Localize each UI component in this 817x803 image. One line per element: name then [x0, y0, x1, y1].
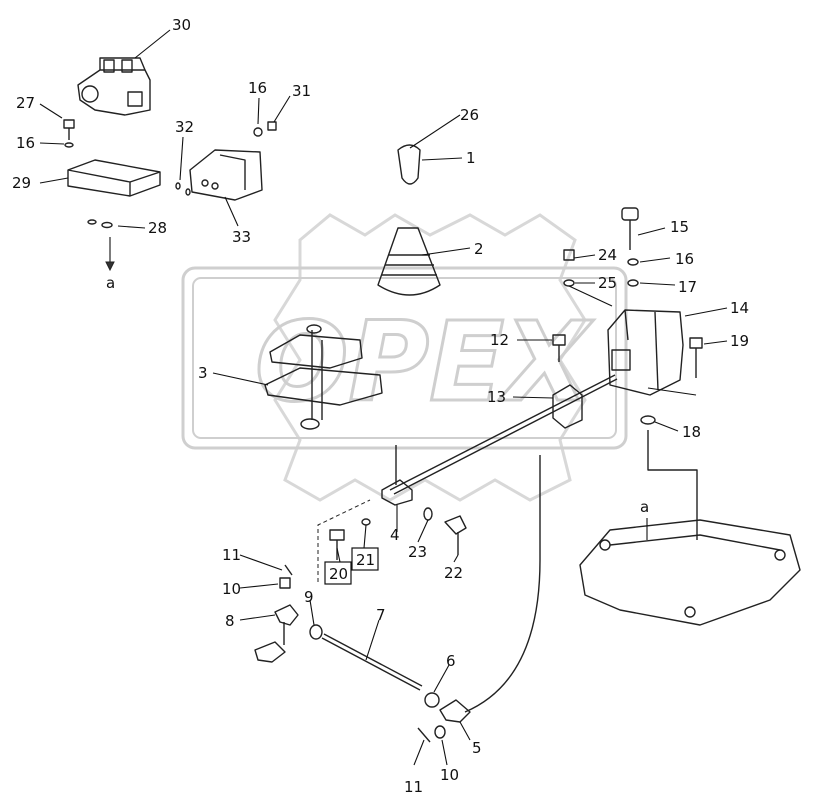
part-27-bolt	[63, 119, 75, 140]
callout-8: 8	[225, 612, 235, 630]
callout-a: a	[640, 498, 649, 516]
part-15-bolt	[621, 207, 639, 250]
callout-12: 12	[490, 331, 509, 349]
part-14-valve	[607, 309, 684, 396]
part-3-lever-assembly	[264, 324, 383, 430]
leader-lines	[39, 29, 728, 766]
callout-10: 10	[222, 580, 241, 598]
callout-16: 16	[675, 250, 694, 268]
callout-5: 5	[472, 739, 482, 757]
part-10-11-small-a	[279, 564, 293, 589]
callout-29: 29	[12, 174, 31, 192]
callout-16: 16	[16, 134, 35, 152]
callout-18: 18	[682, 423, 701, 441]
part-cable	[464, 455, 541, 713]
callout-17: 17	[678, 278, 697, 296]
callout-22: 22	[444, 564, 463, 582]
part-connecting-lines	[568, 285, 697, 396]
part-16-washer-a	[64, 142, 74, 148]
callout-31: 31	[292, 82, 311, 100]
callout-4: 4	[390, 526, 400, 544]
callout-19: 19	[730, 332, 749, 350]
part-hose-a	[647, 430, 698, 540]
watermark-frame-outer	[181, 266, 628, 450]
callout-6: 6	[446, 652, 456, 670]
part-rod	[389, 374, 618, 495]
callout-28: 28	[148, 219, 167, 237]
callout-23: 23	[408, 543, 427, 561]
callout-9: 9	[304, 588, 314, 606]
part-28-orings	[87, 219, 113, 229]
part-4-clevis	[381, 445, 413, 506]
part-2-boot	[377, 227, 441, 296]
callout-16: 16	[248, 79, 267, 97]
part-18-oring	[640, 415, 656, 425]
part-13-bracket	[552, 384, 583, 429]
callout-box-20	[324, 561, 352, 585]
part-1-knob	[397, 144, 421, 185]
callout-11: 11	[222, 546, 241, 564]
callout-33: 33	[232, 228, 251, 246]
part-frame-a	[579, 519, 801, 626]
callout-20-boxed: 20	[329, 565, 348, 583]
part-6-nut	[424, 692, 440, 708]
callout-a: a	[106, 274, 115, 292]
callout-27: 27	[16, 94, 35, 112]
callout-26: 26	[460, 106, 479, 124]
callout-32: 32	[175, 118, 194, 136]
callout-7: 7	[376, 606, 386, 624]
arrow-down-icon	[105, 237, 115, 272]
callout-15: 15	[670, 218, 689, 236]
part-30-solenoid-valve	[77, 57, 151, 116]
callout-box-21	[351, 547, 379, 571]
callout-30: 30	[172, 16, 191, 34]
callout-13: 13	[487, 388, 506, 406]
part-5-lever	[439, 699, 471, 723]
part-8-lever	[254, 604, 299, 663]
part-19-bolt	[689, 337, 703, 378]
part-7-shaft	[321, 633, 423, 691]
watermark-frame-inner	[192, 277, 617, 439]
callout-24: 24	[598, 246, 617, 264]
watermark-text: OPEX	[255, 298, 594, 426]
callout-10: 10	[440, 766, 459, 784]
part-9-nut	[309, 624, 323, 640]
watermark: OPEX	[181, 213, 628, 502]
dashed-bracket	[317, 499, 371, 582]
part-22-23-bolts	[423, 507, 467, 555]
part-33-bracket	[189, 149, 263, 201]
part-31-32-small-parts	[175, 121, 277, 196]
callout-11: 11	[404, 778, 423, 796]
callout-14: 14	[730, 299, 749, 317]
callout-25: 25	[598, 274, 617, 292]
part-12-bolt	[552, 334, 566, 362]
callout-2: 2	[474, 240, 484, 258]
part-29-plate	[67, 159, 161, 197]
part-10-11-small-b	[417, 725, 446, 743]
callout-3: 3	[198, 364, 208, 382]
callout-labels: 30 27 16 29 28 a 16 31 32 33 26 1 2 15 2…	[12, 16, 749, 796]
callout-1: 1	[466, 149, 476, 167]
watermark-gear	[273, 213, 587, 502]
callout-21-boxed: 21	[356, 551, 375, 569]
